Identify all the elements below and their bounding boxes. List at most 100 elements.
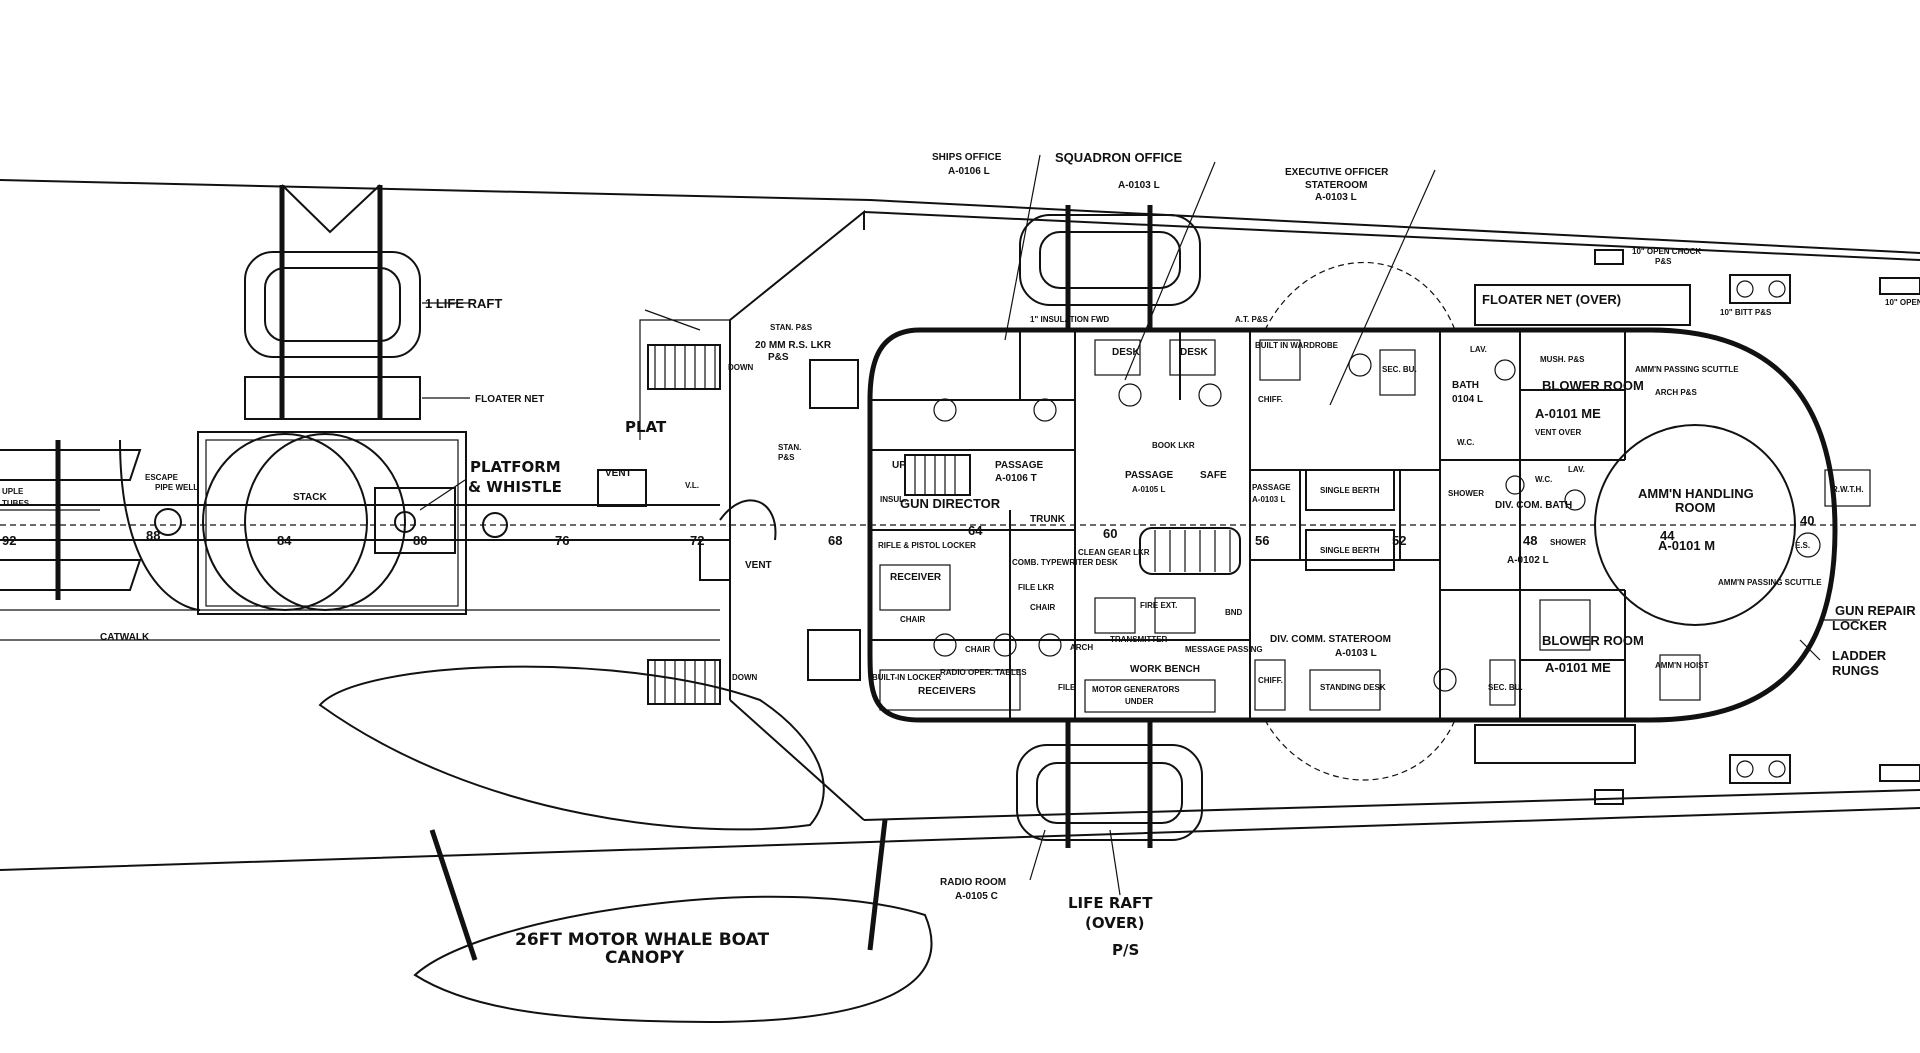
label-motor-gen-under: UNDER — [1125, 697, 1154, 706]
label-built-in-wardrobe: BUILT IN WARDROBE — [1255, 341, 1339, 350]
label-passage: PASSAGE — [995, 460, 1043, 471]
label-life-raft-over: LIFE RAFT — [1068, 894, 1153, 912]
frame-60: 60 — [1103, 526, 1117, 541]
label-stan: STAN. — [778, 443, 801, 452]
deck-house-ends — [639, 209, 865, 821]
label-down-1: DOWN — [728, 363, 754, 372]
label-gun-repair: GUN REPAIR — [1835, 603, 1916, 618]
frame-72: 72 — [690, 533, 704, 548]
label-ships-office: SHIPS OFFICE — [932, 152, 1002, 163]
drawing-labels: SHIPS OFFICE A-0106 L SQUADRON OFFICE A-… — [2, 150, 1920, 968]
label-transmitter: TRANSMITTER — [1110, 635, 1168, 644]
label-vl: V.L. — [685, 481, 699, 490]
label-receivers: RECEIVERS — [918, 686, 976, 697]
label-radio-room: RADIO ROOM — [940, 877, 1006, 888]
label-es: E.S. — [1795, 541, 1810, 550]
motor-whaleboat — [318, 665, 933, 1024]
label-sec-bu-1: SEC. BU. — [1382, 365, 1417, 374]
label-amm-handling: AMM'N HANDLING — [1638, 486, 1754, 501]
label-wc-1: W.C. — [1457, 438, 1474, 447]
label-tubes-1: UPLE — [2, 487, 24, 496]
label-passage-no: A-0106 T — [995, 473, 1037, 484]
label-gun-locker: LOCKER — [1832, 618, 1888, 633]
label-cleaning-gear: CLEAN GEAR LKR — [1078, 548, 1150, 557]
label-floater-net-over: FLOATER NET (OVER) — [1482, 292, 1621, 307]
label-exec-no: A-0103 L — [1315, 192, 1357, 203]
label-life-raft-over-2: (OVER) — [1085, 914, 1144, 932]
leader-lines — [419, 154, 1860, 896]
label-blower-room-2-no: A-0101 ME — [1545, 660, 1611, 675]
label-rwth: R.W.T.H. — [1832, 485, 1864, 494]
label-amm-handling-no: A-0101 M — [1658, 538, 1715, 553]
frame-52: 52 — [1392, 533, 1406, 548]
label-message-passing: MESSAGE PASSING — [1185, 645, 1263, 654]
label-ap-ps: A.T. P&S — [1235, 315, 1269, 324]
label-whaleboat: 26FT MOTOR WHALE BOAT — [515, 930, 769, 950]
label-single-berth-1: SINGLE BERTH — [1320, 486, 1380, 495]
label-life-raft-ps: P/S — [1112, 941, 1139, 959]
label-canopy: CANOPY — [605, 948, 685, 968]
label-stack: STACK — [293, 492, 327, 503]
label-div-comm-no: A-0103 L — [1335, 648, 1377, 659]
label-chiff-1: CHIFF. — [1258, 395, 1283, 404]
label-mushroom: MUSH. P&S — [1540, 355, 1585, 364]
label-radio-tables: RADIO OPER. TABLES — [940, 668, 1027, 677]
label-comb-desk: COMB. TYPEWRITER DESK — [1012, 558, 1118, 567]
label-chair-1: CHAIR — [900, 615, 926, 624]
label-vent-1: VENT — [605, 468, 632, 479]
label-squadron-office-no: A-0103 L — [1118, 180, 1160, 191]
label-open-chock-ps: P&S — [1655, 257, 1672, 266]
label-pipe-well: PIPE WELL — [155, 483, 198, 492]
label-motor-generators: MOTOR GENERATORS — [1092, 685, 1180, 694]
frame-84: 84 — [277, 533, 292, 548]
label-lav-2: LAV. — [1568, 465, 1585, 474]
label-escape: ESCAPE — [145, 473, 179, 482]
label-whistle: & WHISTLE — [468, 478, 562, 496]
label-radio-room-no: A-0105 C — [955, 891, 998, 902]
label-wc-2: W.C. — [1535, 475, 1552, 484]
label-bitt-right: 10" OPEN — [1885, 298, 1920, 307]
label-blower-room: BLOWER ROOM — [1542, 378, 1644, 393]
label-passage-2-no: A-0105 L — [1132, 485, 1165, 494]
label-desk-1: DESK — [1112, 347, 1141, 358]
label-stan-ps: STAN. P&S — [770, 323, 813, 332]
label-trunk: TRUNK — [1030, 514, 1066, 525]
label-fire-ext: FIRE EXT. — [1140, 601, 1177, 610]
label-ladder: LADDER — [1832, 648, 1887, 663]
label-desk-2: DESK — [1180, 347, 1209, 358]
label-open-chock: 10" OPEN CHOCK — [1632, 247, 1701, 256]
label-receiver: RECEIVER — [890, 572, 942, 583]
label-lkr-ps: P&S — [768, 352, 789, 363]
label-div-comm-bath-no: A-0102 L — [1507, 555, 1549, 566]
label-bath: BATH — [1452, 380, 1479, 391]
label-standing-desk: STANDING DESK — [1320, 683, 1386, 692]
label-bnd: BND — [1225, 608, 1243, 617]
label-blower-room-2: BLOWER ROOM — [1542, 633, 1644, 648]
frame-76: 76 — [555, 533, 569, 548]
frame-88: 88 — [146, 528, 160, 543]
label-exec-stateroom: STATEROOM — [1305, 180, 1367, 191]
label-squadron-office: SQUADRON OFFICE — [1055, 150, 1182, 165]
label-passage-3-no: A-0103 L — [1252, 495, 1285, 504]
label-insulation: 1" INSULATION FWD — [1030, 315, 1109, 324]
label-tubes-2: TUBES — [2, 499, 30, 508]
label-lkr: 20 MM R.S. LKR — [755, 340, 832, 351]
label-floater-net: FLOATER NET — [475, 394, 544, 405]
label-passage-3: PASSAGE — [1252, 483, 1291, 492]
label-amm-hoist: AMM'N HOIST — [1655, 661, 1709, 670]
frame-80: 80 — [413, 533, 427, 548]
label-stan-ps2: P&S — [778, 453, 795, 462]
label-shower-1: SHOWER — [1448, 489, 1484, 498]
label-chair-3: CHAIR — [1030, 603, 1056, 612]
label-chiff-2: CHIFF. — [1258, 676, 1283, 685]
label-built-in-locker: BUILT-IN LOCKER — [872, 673, 941, 682]
label-amm-handling-room: ROOM — [1675, 500, 1715, 515]
frame-48: 48 — [1523, 533, 1537, 548]
label-up: UP — [892, 460, 906, 471]
label-bath-no: 0104 L — [1452, 394, 1483, 405]
label-shower-2: SHOWER — [1550, 538, 1586, 547]
label-gun-director: GUN DIRECTOR — [900, 496, 1001, 511]
label-chair-2: CHAIR — [965, 645, 991, 654]
label-bitt: 10" BITT P&S — [1720, 308, 1772, 317]
